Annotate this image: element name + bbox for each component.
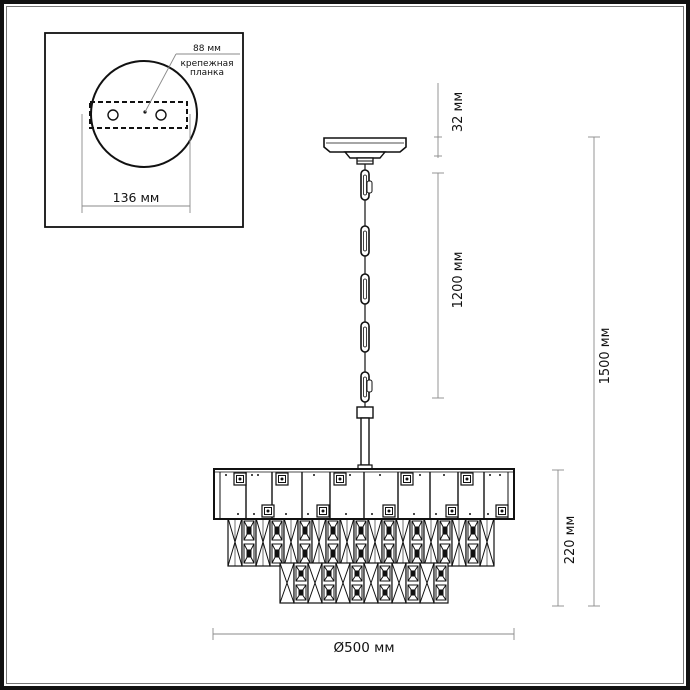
canopy-height-label: 32 мм bbox=[451, 92, 466, 132]
top-ring bbox=[213, 468, 515, 520]
diameter-label: Ø500 мм bbox=[333, 640, 394, 656]
suspension-chain bbox=[356, 164, 374, 470]
canopy-diameter-label: 136 мм bbox=[113, 190, 160, 205]
drawing-frame-inner bbox=[6, 6, 684, 684]
dim-canopy-height: 32 мм bbox=[434, 83, 466, 158]
chandelier-body bbox=[213, 468, 515, 604]
plate-name-line1: крепежная bbox=[180, 59, 233, 69]
screw-hole-right bbox=[155, 109, 167, 121]
chain-length-label: 1200 мм bbox=[451, 252, 466, 309]
screw-hole-left bbox=[107, 109, 119, 121]
mounting-inset: 88 мм крепежная планка 136 мм bbox=[44, 32, 244, 228]
plate-width-label: 88 мм bbox=[193, 44, 221, 54]
dim-chain-length: 1200 мм bbox=[432, 172, 466, 399]
body-height-label: 220 мм bbox=[563, 516, 578, 565]
ceiling-canopy bbox=[323, 137, 407, 165]
total-height-label: 1500 мм bbox=[598, 328, 613, 385]
leader-line bbox=[144, 53, 177, 113]
dim-diameter: Ø500 мм bbox=[212, 628, 515, 656]
canopy-circle bbox=[90, 60, 198, 168]
dim-total-height: 1500 мм bbox=[588, 136, 613, 607]
upper-crystal-row bbox=[227, 517, 495, 567]
mounting-plate-outline bbox=[89, 101, 188, 129]
plate-name-line2: планка bbox=[190, 68, 224, 78]
dim-body-height: 220 мм bbox=[552, 469, 578, 607]
lower-crystal-row bbox=[279, 562, 449, 604]
